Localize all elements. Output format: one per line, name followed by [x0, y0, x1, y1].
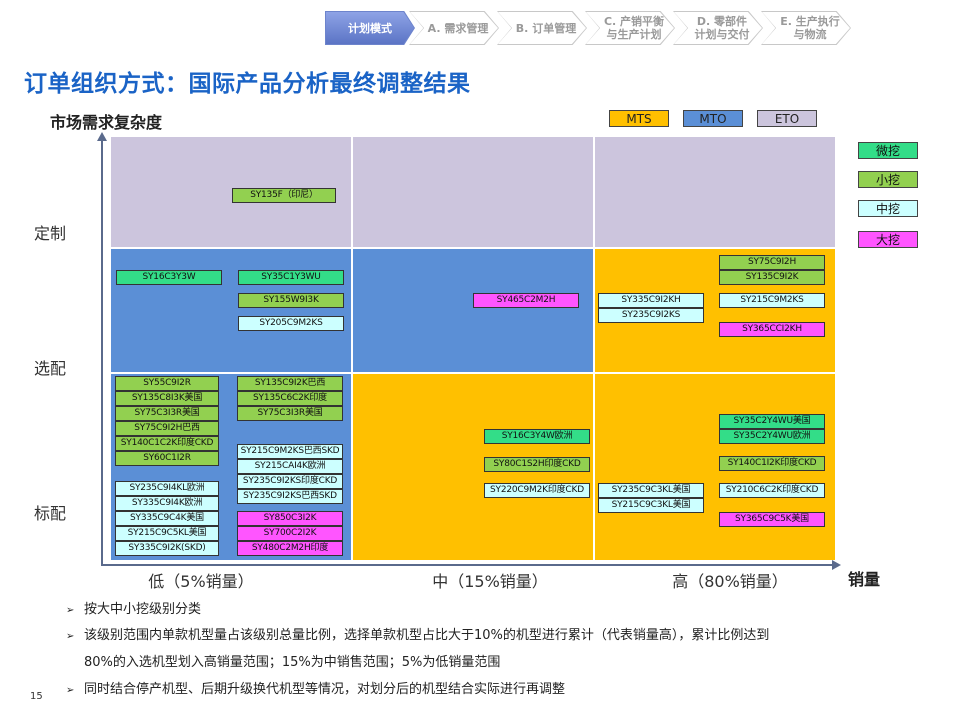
- step-production-execution[interactable]: E. 生产执行 与物流: [761, 11, 851, 45]
- row-label-custom: 定制: [34, 224, 67, 243]
- model-box: SY215C9C3KL美国: [598, 498, 704, 513]
- model-box: SY80C1S2H印度CKD: [484, 457, 590, 472]
- model-box: SY465C2M2H: [473, 293, 579, 308]
- model-box: SY235C9I4KL欧洲: [115, 481, 219, 496]
- page-title: 订单组织方式：国际产品分析最终调整结果: [24, 71, 471, 97]
- col-label-high: 高（80%销量）: [672, 572, 788, 591]
- step-demand-management[interactable]: A. 需求管理: [409, 11, 499, 45]
- model-box: SY135C9I2K: [719, 270, 825, 285]
- bullet-arrow-icon: ➢: [66, 605, 75, 616]
- model-box: SY16C3Y3W: [116, 270, 222, 285]
- model-box: SY365CCI2KH: [719, 322, 825, 337]
- model-box: SY235C9I2KS: [598, 308, 704, 323]
- y-axis-title: 市场需求复杂度: [50, 113, 163, 132]
- note-item: ➢ 同时结合停产机型、后期升级换代机型等情况，对划分后的机型结合实际进行再调整: [66, 678, 565, 697]
- legend-large-label: 大挖: [875, 233, 900, 247]
- model-box: SY16C3Y4W欧洲: [484, 429, 590, 444]
- model-box: SY215C9C5KL美国: [115, 526, 219, 541]
- model-box: SY220C9M2K印度CKD: [484, 483, 590, 498]
- note-item: ➢ 该级别范围内单款机型量占该级别总量比例，选择单款机型占比大于10%的机型进行累…: [66, 624, 769, 643]
- legend-eto: ETO: [757, 110, 817, 127]
- col-label-low: 低（5%销量）: [148, 572, 254, 591]
- step-label: E. 生产执行 与物流: [780, 15, 840, 41]
- model-box: SY235C9I2KS印度CKD: [237, 474, 343, 489]
- legend-micro-excavator: 微挖: [858, 142, 918, 159]
- step-label: C. 产销平衡 与生产计划: [603, 15, 665, 41]
- row-label-option: 选配: [34, 359, 67, 378]
- model-box: SY140C1C2K印度CKD: [115, 436, 219, 451]
- note-text: 该级别范围内单款机型量占该级别总量比例，选择单款机型占比大于10%的机型进行累计…: [84, 628, 770, 643]
- model-box: SY135F（印尼）: [232, 188, 336, 203]
- legend-mto-label: MTO: [699, 111, 727, 126]
- model-box: SY235C9I2KS巴西SKD: [237, 489, 343, 504]
- step-label: 计划模式: [348, 21, 392, 35]
- note-text-continued: 80%的入选机型划入高销量范围；15%为中销售范围；5%为低销量范围: [84, 655, 501, 670]
- model-box: SY215CAI4K欧洲: [237, 459, 343, 474]
- note-text: 按大中小挖级别分类: [84, 602, 202, 617]
- legend-medium-excavator: 中挖: [858, 200, 918, 217]
- model-box: SY140C1I2K印度CKD: [719, 456, 825, 471]
- cell-option-mid: [353, 249, 593, 372]
- model-box: SY335C9I2KH: [598, 293, 704, 308]
- cell-option-low: [111, 249, 351, 372]
- step-parts-planning[interactable]: D. 零部件 计划与交付: [673, 11, 763, 45]
- legend-large-excavator: 大挖: [858, 231, 918, 248]
- legend-small-label: 小挖: [875, 173, 900, 187]
- legend-mto: MTO: [683, 110, 743, 127]
- legend-small-excavator: 小挖: [858, 171, 918, 188]
- legend-medium-label: 中挖: [875, 202, 900, 216]
- model-box: SY215C9M2KS: [719, 293, 825, 308]
- model-box: SY35C2Y4WU美国: [719, 414, 825, 429]
- model-box: SY75C9I2H巴西: [115, 421, 219, 436]
- bullet-arrow-icon: ➢: [66, 685, 75, 696]
- model-box: SY35C1Y3WU: [238, 270, 344, 285]
- step-label: A. 需求管理: [427, 21, 489, 35]
- model-box: SY55C9I2R: [115, 376, 219, 391]
- model-box: SY215C9M2KS巴西SKD: [237, 444, 343, 459]
- model-box: SY335C9I4K欧洲: [115, 496, 219, 511]
- model-box: SY365C9C5K美国: [719, 512, 825, 527]
- model-box: SY75C9I2H: [719, 255, 825, 270]
- model-box: SY205C9M2KS: [238, 316, 344, 331]
- model-box: SY850C3I2K: [237, 511, 343, 526]
- model-box: SY235C9C3KL美国: [598, 483, 704, 498]
- step-production-planning[interactable]: C. 产销平衡 与生产计划: [585, 11, 675, 45]
- col-label-mid: 中（15%销量）: [432, 572, 548, 591]
- model-box: SY335C9C4K美国: [115, 511, 219, 526]
- y-axis-line: [101, 138, 103, 566]
- row-label-standard: 标配: [34, 504, 67, 523]
- x-axis-arrow: [832, 560, 841, 570]
- step-order-management[interactable]: B. 订单管理: [497, 11, 587, 45]
- bullet-arrow-icon: ➢: [66, 631, 75, 642]
- y-axis-arrow: [97, 132, 107, 141]
- model-box: SY700C2I2K: [237, 526, 343, 541]
- model-box: SY75C3I3R美国: [115, 406, 219, 421]
- model-box: SY75C3I3R美国: [237, 406, 343, 421]
- step-label: B. 订单管理: [515, 21, 577, 35]
- step-planning-mode[interactable]: 计划模式: [325, 11, 415, 45]
- model-box: SY35C2Y4WU欧洲: [719, 429, 825, 444]
- x-axis-title: 销量: [848, 570, 881, 589]
- cell-custom-high: [595, 137, 835, 247]
- model-box: SY335C9I2K(SKD): [115, 541, 219, 556]
- model-box: SY135C9I2K巴西: [237, 376, 343, 391]
- legend-mts: MTS: [609, 110, 669, 127]
- model-box: SY155W9I3K: [238, 293, 344, 308]
- x-axis-line: [101, 564, 836, 566]
- note-text: 同时结合停产机型、后期升级换代机型等情况，对划分后的机型结合实际进行再调整: [84, 682, 566, 697]
- model-box: SY135C6C2K印度: [237, 391, 343, 406]
- model-box: SY210C6C2K印度CKD: [719, 483, 825, 498]
- model-box: SY135C8I3K美国: [115, 391, 219, 406]
- cell-custom-mid: [353, 137, 593, 247]
- legend-eto-label: ETO: [774, 111, 800, 126]
- note-item: ➢ 按大中小挖级别分类: [66, 598, 201, 617]
- legend-micro-label: 微挖: [875, 144, 900, 158]
- page-number: 15: [30, 691, 43, 702]
- legend-mts-label: MTS: [626, 111, 652, 126]
- step-label: D. 零部件 计划与交付: [694, 15, 750, 41]
- model-box: SY480C2M2H印度: [237, 541, 343, 556]
- model-box: SY60C1I2R: [115, 451, 219, 466]
